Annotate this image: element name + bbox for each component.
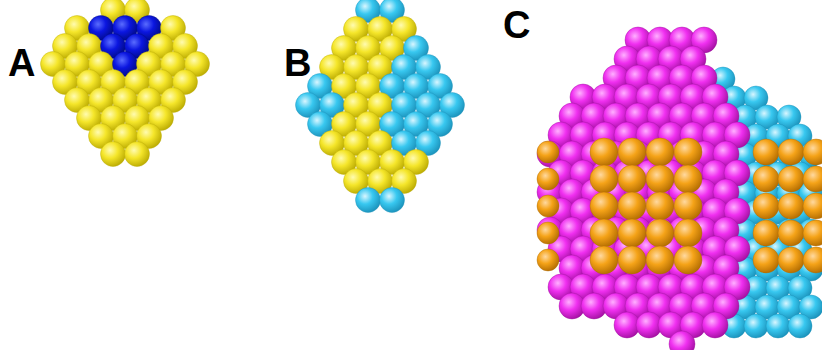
atom-sphere: [618, 246, 646, 274]
sphere-group: [41, 0, 822, 350]
atom-sphere: [618, 192, 646, 220]
atom-sphere: [380, 188, 405, 213]
atom-sphere: [669, 331, 695, 350]
atom-sphere: [537, 249, 559, 271]
atom-sphere: [618, 219, 646, 247]
atom-sphere: [778, 139, 804, 165]
atom-sphere: [674, 165, 702, 193]
atom-sphere: [590, 192, 618, 220]
atom-sphere: [803, 247, 822, 273]
atom-sphere: [537, 222, 559, 244]
atom-sphere: [753, 139, 779, 165]
atom-sphere: [753, 166, 779, 192]
atom-sphere: [778, 220, 804, 246]
atom-sphere: [753, 193, 779, 219]
atom-sphere: [803, 139, 822, 165]
atom-sphere: [590, 219, 618, 247]
atom-sphere: [646, 246, 674, 274]
atom-sphere: [618, 138, 646, 166]
atom-sphere: [618, 165, 646, 193]
atom-sphere: [766, 314, 790, 338]
atom-sphere: [537, 195, 559, 217]
atom-sphere: [646, 192, 674, 220]
atom-sphere: [778, 193, 804, 219]
atom-sphere: [537, 141, 559, 163]
panel-label: A: [8, 44, 35, 82]
atom-sphere: [744, 314, 768, 338]
panel-label: C: [503, 6, 530, 44]
atom-sphere: [788, 314, 812, 338]
atom-sphere: [674, 246, 702, 274]
atom-sphere: [674, 138, 702, 166]
atom-sphere: [753, 220, 779, 246]
atom-sphere: [803, 193, 822, 219]
atom-sphere: [590, 246, 618, 274]
atom-sphere: [803, 220, 822, 246]
atom-sphere: [537, 168, 559, 190]
atom-sphere: [674, 192, 702, 220]
atom-sphere: [803, 166, 822, 192]
atom-sphere: [702, 312, 728, 338]
atom-sphere: [590, 138, 618, 166]
atom-sphere: [753, 247, 779, 273]
atom-sphere: [590, 165, 618, 193]
atom-sphere: [646, 165, 674, 193]
atom-sphere: [101, 142, 126, 167]
atom-sphere: [778, 247, 804, 273]
atom-sphere: [356, 188, 381, 213]
panel-label: B: [284, 44, 311, 82]
atom-sphere: [646, 219, 674, 247]
atom-sphere: [778, 166, 804, 192]
atom-sphere: [674, 219, 702, 247]
atom-sphere: [125, 142, 150, 167]
atom-sphere: [646, 138, 674, 166]
